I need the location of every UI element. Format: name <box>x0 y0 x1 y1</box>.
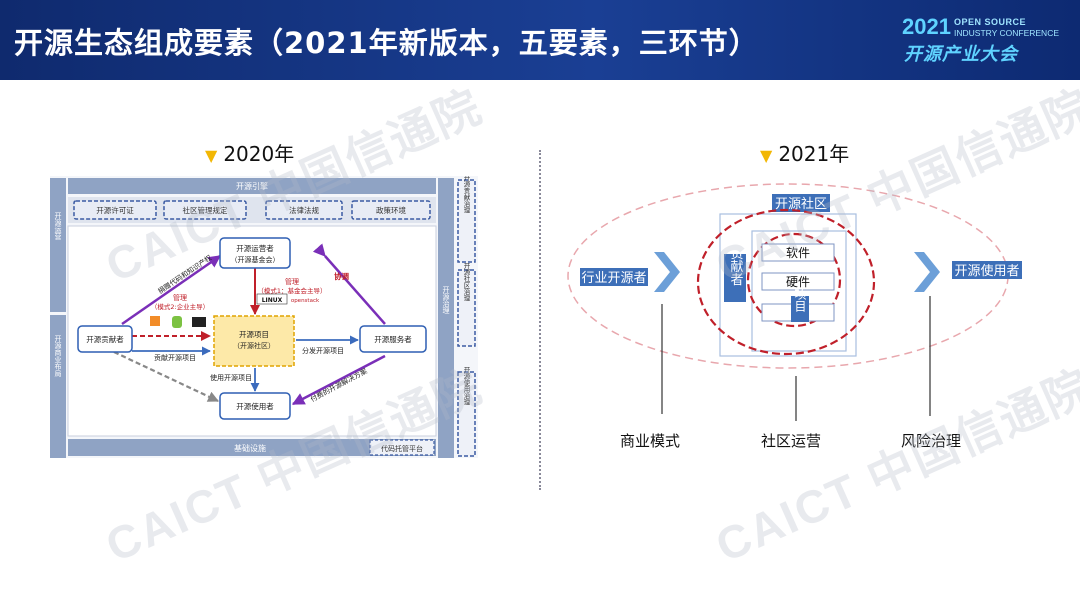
governance-label: 开源使用治理 <box>462 366 470 406</box>
industry-label: 行业开源者 <box>581 271 646 286</box>
node-service <box>359 325 427 353</box>
node-contributor <box>77 325 133 353</box>
contributor-label-bg <box>724 254 746 302</box>
year-2021-text: 2021年 <box>778 142 850 166</box>
community-label: 开源社区 <box>775 196 827 212</box>
hosting-box <box>369 439 435 456</box>
middle-ring <box>696 208 876 356</box>
linux-logo-icon <box>256 293 288 305</box>
node-service-label: 开源服务者 <box>374 334 412 344</box>
node-project-sub: （开源社区） <box>233 341 275 350</box>
policy-box <box>163 200 247 220</box>
label-mgmt2: 管理 <box>173 293 187 302</box>
year-label-2021: ▼ 2021年 <box>760 138 849 167</box>
arrow-gray <box>113 351 219 402</box>
community-label-bg <box>772 194 830 212</box>
business-label: 商业模式 <box>620 432 680 450</box>
governance-box <box>457 179 476 263</box>
node-user <box>219 392 291 420</box>
risk-label: 风险治理 <box>901 432 961 450</box>
android-icon <box>172 316 182 328</box>
arrow-donate <box>121 254 222 326</box>
left-band-bottom <box>50 315 66 458</box>
policy-item: 社区管理规定 <box>183 205 228 215</box>
software-box <box>761 243 835 262</box>
project-label-bg <box>791 296 809 322</box>
node-operator <box>219 237 291 269</box>
diagram-2021: 开源社区 贡献者 软件 硬件 .. 项目 行业开源者 开源使用者 商业模式 社区… <box>567 183 1022 450</box>
openstack-logo-icon <box>290 294 320 304</box>
divider-line <box>539 150 541 490</box>
header-bar: 开源生态组成要素（2021年新版本，五要素，三环节） 2021 OPEN SOU… <box>0 0 1080 80</box>
label-mgmt1: 管理 <box>285 277 299 286</box>
label-support: 协调 <box>334 271 349 281</box>
policy-item: 法律法规 <box>289 205 319 215</box>
label-mode1: （模式1：基金会主导） <box>257 286 326 295</box>
policy-box <box>265 200 343 220</box>
hosting-label: 代码托管平台 <box>381 444 423 453</box>
label-contrib: 贡献开源项目 <box>154 353 196 362</box>
hardware-box <box>761 272 835 291</box>
policy-box <box>351 200 431 220</box>
hardware-label: 硬件 <box>786 275 810 289</box>
logo-year: 2021 <box>902 14 951 39</box>
governance-box <box>457 269 476 347</box>
node-operator-sub: （开源基金会） <box>231 255 280 264</box>
arrow-support <box>312 243 386 325</box>
company-logo-icon <box>192 317 206 327</box>
users-label: 开源使用者 <box>954 263 1019 279</box>
top-band <box>68 178 436 194</box>
bottom-band-label: 基础设施 <box>234 443 266 453</box>
node-user-label: 开源使用者 <box>236 401 274 411</box>
conference-logo: 2021 OPEN SOURCE INDUSTRY CONFERENCE 开源产… <box>902 14 1072 70</box>
policy-item: 政策环境 <box>376 205 406 215</box>
top-band-label: 开源引擎 <box>236 181 268 191</box>
software-label: 软件 <box>786 246 810 260</box>
node-project <box>213 315 295 367</box>
label-use: 使用开源项目 <box>210 373 252 382</box>
logo-cn: 开源产业大会 <box>904 44 1018 65</box>
contributor-label: 贡献者 <box>728 247 744 287</box>
logo-en-line1: OPEN SOURCE <box>954 17 1027 27</box>
policy-item: 开源许可证 <box>96 205 134 215</box>
bottom-band <box>68 439 436 456</box>
governance-label: 开源社区治理 <box>462 262 470 302</box>
logo-en-line2: INDUSTRY CONFERENCE <box>954 28 1060 38</box>
chevron-right-icon <box>914 252 940 292</box>
openstack-logo-text: openstack <box>291 298 320 304</box>
policy-items: 开源许可证 社区管理规定 法律法规 政策环境 <box>73 200 431 220</box>
company-logo-icon <box>150 316 160 326</box>
inner-ring <box>746 232 842 328</box>
project-label: 项目 <box>793 288 807 312</box>
triangle-down-icon: ▼ <box>205 146 218 165</box>
node-project-label: 开源项目 <box>239 330 269 339</box>
users-label-bg <box>952 261 1022 279</box>
governance-box <box>457 371 476 457</box>
diagram-2020: 开源引擎 开源许可证 社区管理规定 法律法规 政策环境 开源运营 开源商业布局 … <box>50 176 478 458</box>
node-contributor-label: 开源贡献者 <box>86 334 124 344</box>
right-band-label: 开源治理 <box>442 286 450 314</box>
operation-label: 社区运营 <box>761 432 821 450</box>
industry-label-bg <box>580 268 648 286</box>
governance-label: 开源贡献治理 <box>462 176 470 214</box>
label-mode2: （模式2:企业主导） <box>151 302 209 311</box>
arrow-paid <box>291 354 386 406</box>
linux-logo-text: LINUX <box>262 297 283 304</box>
triangle-down-icon: ▼ <box>760 146 773 165</box>
right-band <box>438 178 454 458</box>
policy-box <box>73 200 157 220</box>
label-distribute: 分发开源项目 <box>302 346 344 355</box>
year-label-2020: ▼ 2020年 <box>205 138 294 167</box>
node-operator-label: 开源运营者 <box>236 243 274 253</box>
left-band-top <box>50 178 66 312</box>
page-title: 开源生态组成要素（2021年新版本，五要素，三环节） <box>14 26 759 60</box>
left-band-top-label: 开源运营 <box>54 212 62 241</box>
chevron-right-icon <box>654 252 680 292</box>
year-2020-text: 2020年 <box>223 142 295 166</box>
left-band-bottom-label: 开源商业布局 <box>54 335 62 378</box>
